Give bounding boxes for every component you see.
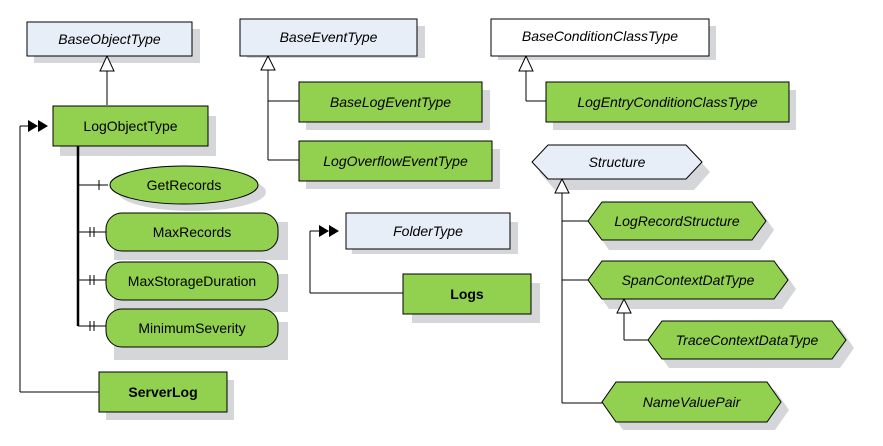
get-records-method-node[interactable]: GetRecords <box>109 165 259 205</box>
server-log-node[interactable]: ServerLog <box>98 371 228 413</box>
log-record-structure-label: LogRecordStructure <box>614 213 740 229</box>
base-object-type-node[interactable]: BaseObjectType <box>26 21 193 57</box>
logs-label: Logs <box>450 286 484 302</box>
base-object-type-label: BaseObjectType <box>58 31 161 47</box>
log-record-structure-data-type-node[interactable]: LogRecordStructure <box>587 201 767 241</box>
base-event-type-node[interactable]: BaseEventType <box>239 18 418 57</box>
log-entry-condition-class-type-node[interactable]: LogEntryConditionClassType <box>545 81 790 123</box>
log-overflow-event-type-node[interactable]: LogOverflowEventType <box>298 140 493 182</box>
log-entry-condition-class-type-label: LogEntryConditionClassType <box>577 94 757 110</box>
minimum-severity-label: MinimumSeverity <box>138 320 245 336</box>
name-value-pair-data-type-node[interactable]: NameValuePair <box>601 381 782 423</box>
log-overflow-event-type-label: LogOverflowEventType <box>323 153 468 169</box>
name-value-pair-label: NameValuePair <box>643 394 742 410</box>
server-log-label: ServerLog <box>128 384 197 400</box>
max-records-property-node[interactable]: MaxRecords <box>105 212 279 252</box>
minimum-severity-property-node[interactable]: MinimumSeverity <box>105 308 279 348</box>
max-storage-duration-property-node[interactable]: MaxStorageDuration <box>105 261 279 301</box>
max-storage-duration-label: MaxStorageDuration <box>128 273 256 289</box>
folder-type-node[interactable]: FolderType <box>345 212 511 250</box>
connector-markers <box>28 54 632 331</box>
max-records-label: MaxRecords <box>153 224 232 240</box>
base-event-type-label: BaseEventType <box>280 29 378 45</box>
connectors <box>19 70 656 404</box>
span-context-data-type-label: SpanContextDatType <box>622 272 755 288</box>
log-object-type-label: LogObjectType <box>83 118 177 134</box>
structure-label: Structure <box>589 154 646 170</box>
log-object-type-node[interactable]: LogObjectType <box>52 105 209 147</box>
base-log-event-type-label: BaseLogEventType <box>330 94 451 110</box>
trace-context-data-type-node[interactable]: TraceContextDataType <box>647 320 847 360</box>
logs-node[interactable]: Logs <box>402 273 532 315</box>
base-condition-class-type-label: BaseConditionClassType <box>522 28 678 44</box>
trace-context-data-type-label: TraceContextDataType <box>676 332 819 348</box>
folder-type-label: FolderType <box>393 223 463 239</box>
get-records-label: GetRecords <box>147 177 222 193</box>
span-context-data-type-node[interactable]: SpanContextDatType <box>587 260 789 300</box>
base-condition-class-type-node[interactable]: BaseConditionClassType <box>490 18 710 57</box>
base-log-event-type-node[interactable]: BaseLogEventType <box>298 81 483 123</box>
structure-data-type-node[interactable]: Structure <box>531 144 703 180</box>
